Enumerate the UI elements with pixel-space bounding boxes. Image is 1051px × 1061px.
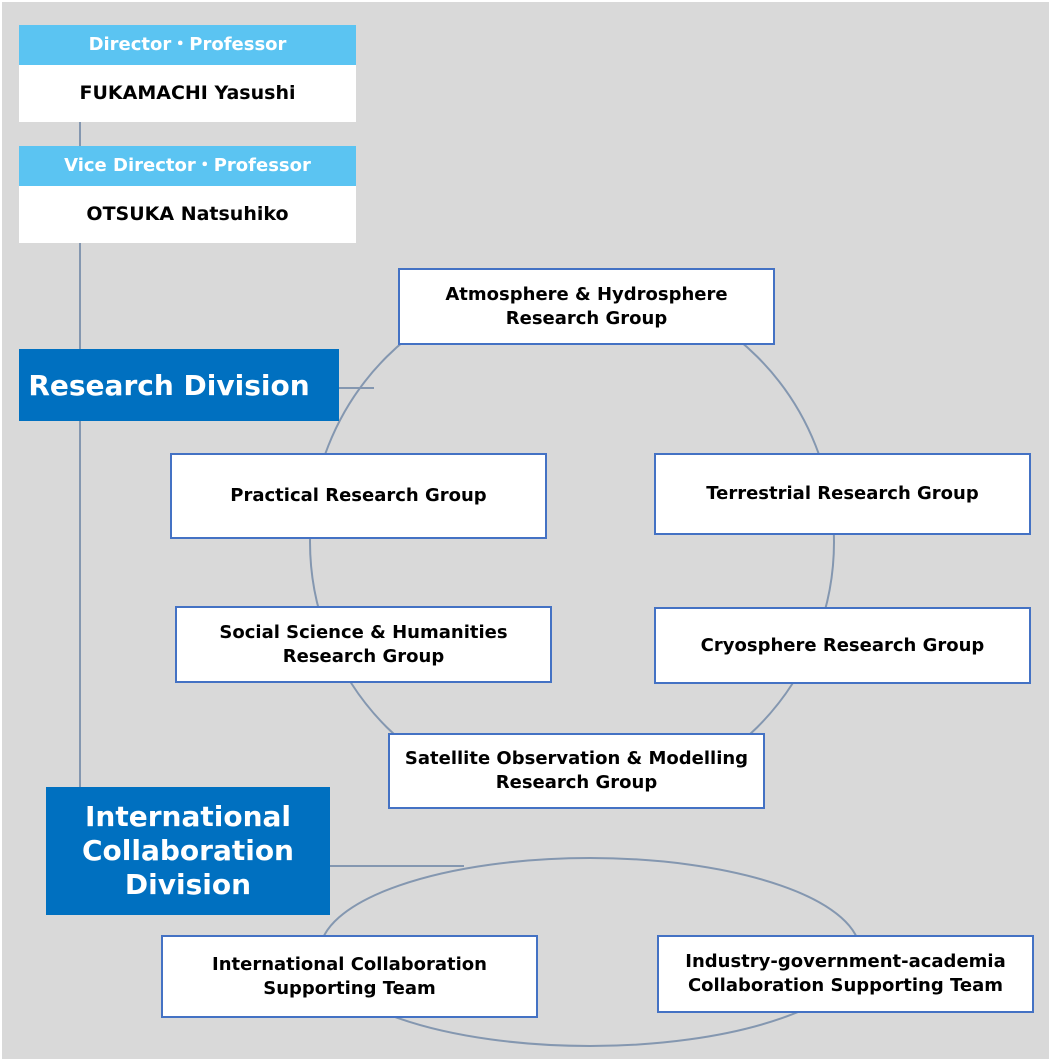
international-collaboration-division-box: International Collaboration Division xyxy=(46,787,330,915)
international-collaboration-team: International Collaboration Supporting T… xyxy=(161,935,538,1018)
research-division-box: Research Division xyxy=(19,349,339,421)
vice-director-title: Vice Director・Professor xyxy=(19,146,356,186)
industry-government-academia-team: Industry-government-academia Collaborati… xyxy=(657,935,1034,1013)
research-ring xyxy=(309,279,835,805)
cryosphere-research-group: Cryosphere Research Group xyxy=(654,607,1031,684)
social-science-humanities-group: Social Science & Humanities Research Gro… xyxy=(175,606,552,683)
director-name: FUKAMACHI Yasushi xyxy=(19,65,356,122)
atmosphere-hydrosphere-group: Atmosphere & Hydrosphere Research Group xyxy=(398,268,775,345)
practical-research-group: Practical Research Group xyxy=(170,453,547,539)
terrestrial-research-group: Terrestrial Research Group xyxy=(654,453,1031,535)
director-card: Director・Professor FUKAMACHI Yasushi xyxy=(19,25,356,122)
vice-director-name: OTSUKA Natsuhiko xyxy=(19,186,356,243)
director-title: Director・Professor xyxy=(19,25,356,65)
vice-director-card: Vice Director・Professor OTSUKA Natsuhiko xyxy=(19,146,356,243)
satellite-observation-group: Satellite Observation & Modelling Resear… xyxy=(388,733,765,809)
